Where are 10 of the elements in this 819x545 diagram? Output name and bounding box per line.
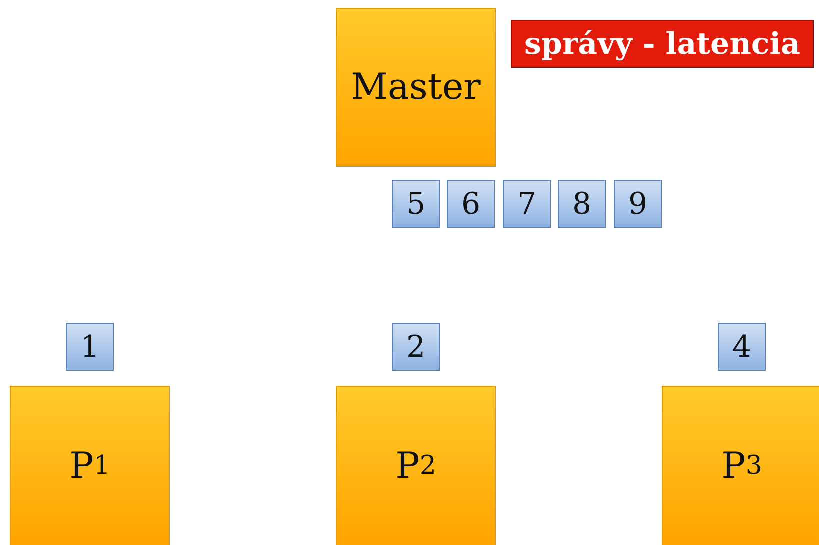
message-box: 6 (447, 180, 495, 228)
message-box: 9 (614, 180, 662, 228)
message-box: 5 (392, 180, 440, 228)
message-box: 8 (558, 180, 606, 228)
latency-label: správy - latencia (511, 20, 814, 68)
message-box: 2 (392, 323, 440, 371)
message-box: 4 (718, 323, 766, 371)
process-box: Master (336, 8, 496, 167)
message-box: 7 (503, 180, 551, 228)
message-box: 1 (66, 323, 114, 371)
